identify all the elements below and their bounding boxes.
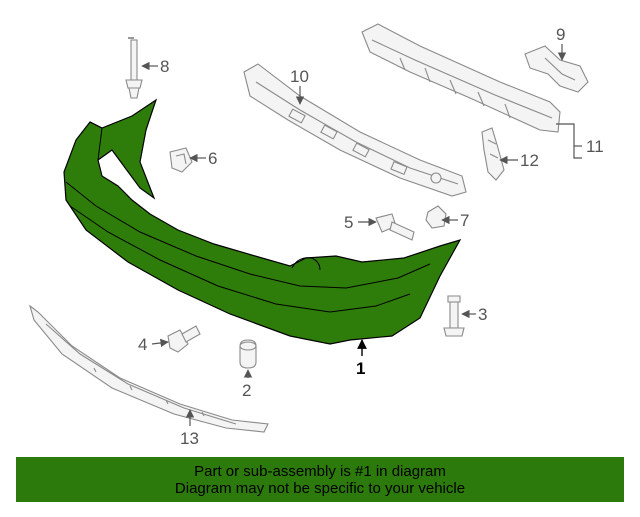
callout-2: 2: [242, 381, 251, 400]
callout-8: 8: [160, 57, 169, 76]
callout-11: 11: [586, 137, 604, 156]
lower-trim-part-13[interactable]: [29, 304, 269, 433]
callout-5: 5: [344, 213, 353, 232]
banner-line-1: Part or sub-assembly is #1 in diagram: [194, 462, 446, 480]
callout-13: 13: [180, 429, 199, 448]
leader-4: [151, 338, 169, 348]
banner-line-2: Diagram may not be specific to your vehi…: [174, 479, 466, 497]
bolt-part-4[interactable]: [167, 325, 201, 353]
bracket-part-9[interactable]: [524, 45, 589, 93]
clip-part-6[interactable]: [169, 147, 193, 173]
bumper-cover-part-1[interactable]: [63, 98, 462, 345]
push-pin-part-8[interactable]: [125, 39, 143, 99]
info-banner: Part or sub-assembly is #1 in diagram Di…: [16, 457, 624, 502]
impact-bar-part-11[interactable]: [361, 23, 561, 133]
leader-11-bracket: [556, 123, 582, 159]
bolt-part-3[interactable]: [443, 295, 465, 337]
callout-9: 9: [556, 25, 565, 44]
bolt-part-5[interactable]: [375, 213, 415, 241]
callout-6: 6: [208, 149, 217, 168]
callout-4: 4: [138, 335, 147, 354]
nut-part-7[interactable]: [425, 205, 447, 229]
callout-7: 7: [460, 211, 469, 230]
callout-3: 3: [478, 305, 487, 324]
side-bracket-part-12[interactable]: [481, 127, 505, 181]
callout-1: 1: [356, 359, 365, 378]
callout-12: 12: [520, 151, 539, 170]
cap-part-2[interactable]: [239, 339, 257, 369]
energy-absorber-part-10[interactable]: [243, 63, 467, 197]
callout-10: 10: [290, 67, 309, 86]
